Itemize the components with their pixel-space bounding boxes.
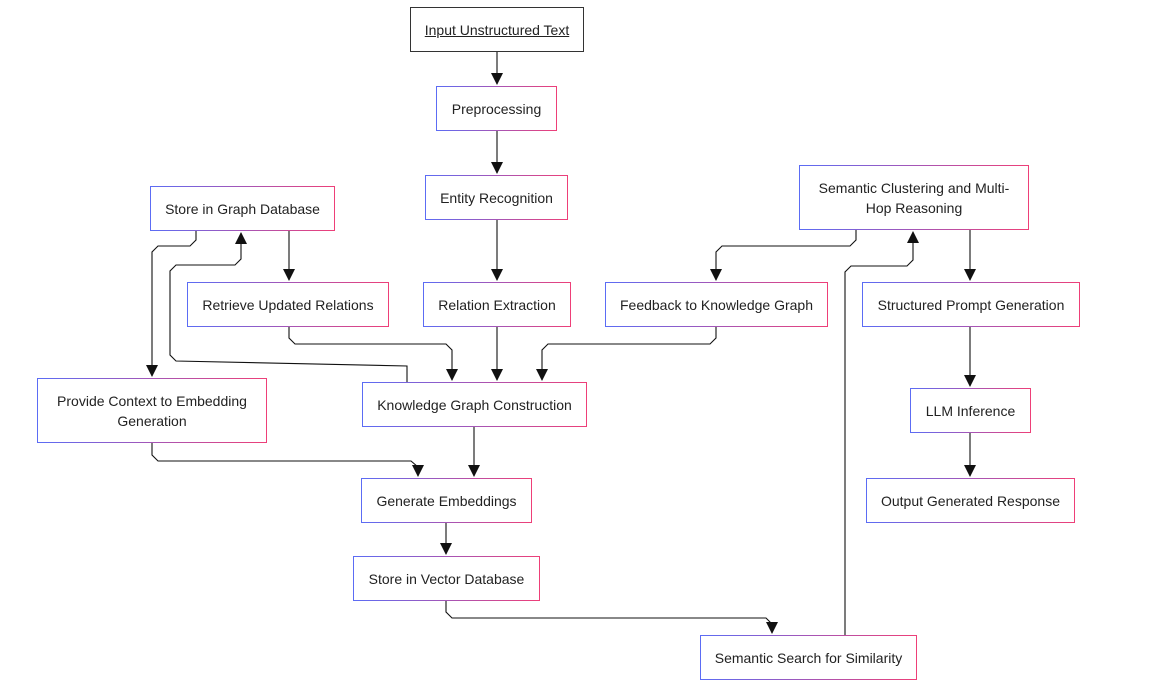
node-input-unstructured-text[interactable]: Input Unstructured Text (410, 7, 584, 52)
node-label: Knowledge Graph Construction (377, 396, 572, 413)
edge-fkg-to-kgc (536, 327, 717, 381)
node-feedback-to-knowledge-graph[interactable]: Feedback to Knowledge Graph (605, 282, 828, 327)
node-label: Relation Extraction (438, 296, 556, 313)
node-label: Semantic Search for Similarity (714, 649, 903, 666)
node-preprocessing[interactable]: Preprocessing (436, 86, 557, 131)
edge-kgc-to-sgd (169, 232, 408, 382)
node-label: Output Generated Response (880, 492, 1060, 509)
node-entity-recognition[interactable]: Entity Recognition (425, 175, 568, 220)
edge-pce-to-gen (151, 443, 424, 477)
node-generate-embeddings[interactable]: Generate Embeddings (361, 478, 532, 523)
node-semantic-clustering-and-multi-hop-reasoning[interactable]: Semantic Clustering and Multi-Hop Reason… (799, 165, 1029, 230)
node-label: Feedback to Knowledge Graph (619, 296, 813, 313)
node-structured-prompt-generation[interactable]: Structured Prompt Generation (862, 282, 1080, 327)
node-label: Generate Embeddings (376, 492, 517, 509)
edge-scm-to-fkg (710, 230, 857, 281)
node-label: Retrieve Updated Relations (202, 296, 374, 313)
node-label: LLM Inference (925, 402, 1016, 419)
node-output-generated-response[interactable]: Output Generated Response (866, 478, 1075, 523)
node-label: Store in Graph Database (165, 200, 320, 217)
edge-sgd-to-pce (146, 231, 197, 377)
node-label: Store in Vector Database (368, 570, 525, 587)
node-llm-inference[interactable]: LLM Inference (910, 388, 1031, 433)
node-label: Structured Prompt Generation (877, 296, 1065, 313)
node-semantic-search-for-similarity[interactable]: Semantic Search for Similarity (700, 635, 917, 680)
node-label: Entity Recognition (440, 189, 553, 206)
node-relation-extraction[interactable]: Relation Extraction (423, 282, 571, 327)
node-knowledge-graph-construction[interactable]: Knowledge Graph Construction (362, 382, 587, 427)
node-store-in-graph-database[interactable]: Store in Graph Database (150, 186, 335, 231)
node-retrieve-updated-relations[interactable]: Retrieve Updated Relations (187, 282, 389, 327)
edge-rur-to-kgc (288, 327, 458, 381)
node-label: Input Unstructured Text (424, 21, 570, 38)
node-provide-context-to-embedding-generation[interactable]: Provide Context to Embedding Generation (37, 378, 267, 443)
node-store-in-vector-database[interactable]: Store in Vector Database (353, 556, 540, 601)
node-label: Preprocessing (451, 100, 542, 117)
edge-sss-to-scm (844, 231, 919, 635)
node-label: Semantic Clustering and Multi-Hop Reason… (818, 179, 1010, 216)
edge-svd-to-sss (445, 601, 778, 634)
node-label: Provide Context to Embedding Generation (57, 392, 247, 429)
